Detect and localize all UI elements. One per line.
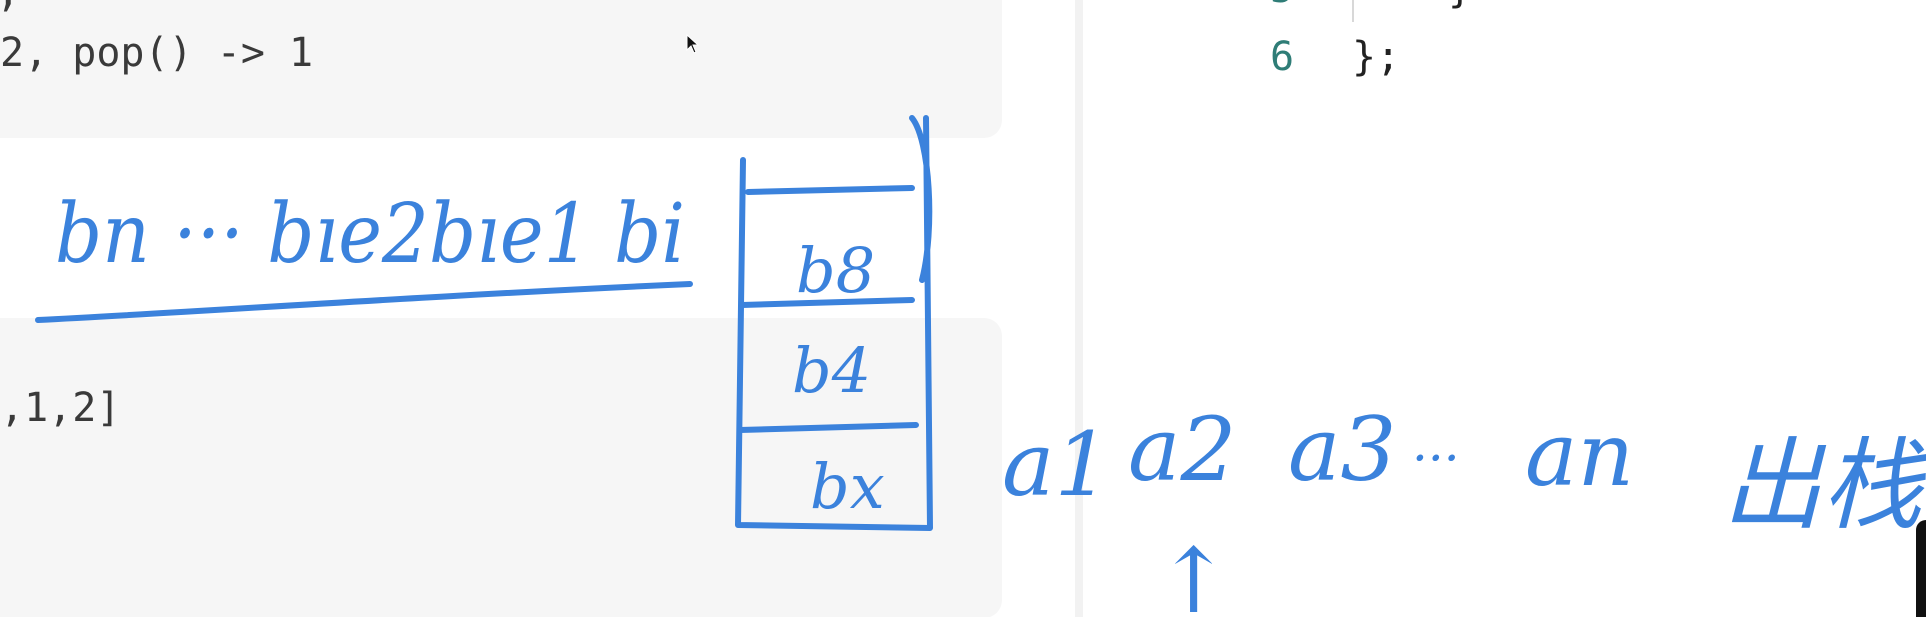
code-line[interactable]: } xyxy=(1448,0,1472,12)
example-code-block-bottom xyxy=(0,318,1002,617)
code-editor-pane[interactable] xyxy=(1083,0,1926,617)
code-line[interactable]: }; xyxy=(1352,34,1401,80)
array-example-line: ,1,2] xyxy=(0,385,121,431)
line-number: 5 xyxy=(1270,0,1294,12)
mouse-pointer-icon xyxy=(686,34,700,54)
indent-guide xyxy=(1352,0,1354,22)
pane-divider[interactable] xyxy=(1075,0,1083,617)
pop-example-line: 2, pop() -> 1 xyxy=(0,30,314,76)
problem-description-pane: , 2, pop() -> 1 ,1,2] xyxy=(0,0,1002,617)
window-edge-shadow xyxy=(1916,520,1926,617)
partial-code-line: , xyxy=(0,0,44,16)
line-number: 6 xyxy=(1270,34,1295,80)
